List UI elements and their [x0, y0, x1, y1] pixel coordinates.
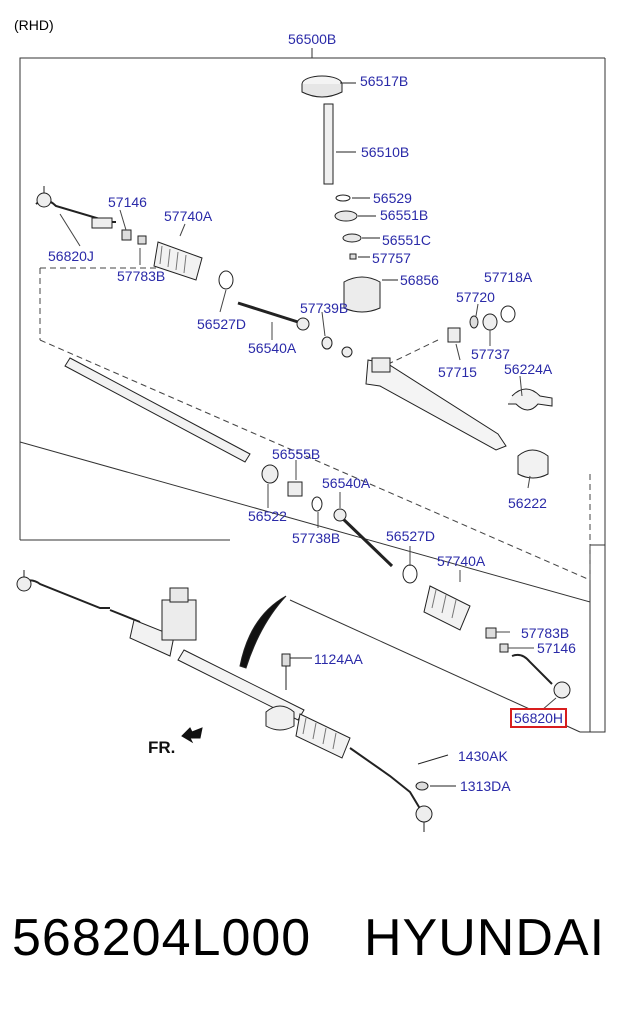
rack-bar	[64, 357, 251, 463]
pinion-parts	[301, 75, 398, 313]
assembly-callout[interactable]: 56500B	[288, 31, 337, 47]
callout-56222[interactable]: 56222	[508, 495, 547, 511]
callout-56551C[interactable]: 56551C	[382, 232, 432, 248]
front-label: FR.	[148, 738, 176, 757]
callout-57718A[interactable]: 57718A	[484, 269, 533, 285]
callout-56555B[interactable]: 56555B	[272, 446, 321, 462]
callout-1430AK[interactable]: 1430AK	[458, 748, 508, 764]
part-number: 568204L000	[12, 909, 312, 967]
callout-57783B-top[interactable]: 57783B	[117, 268, 166, 284]
callout-56527D-top[interactable]: 56527D	[197, 316, 247, 332]
callout-56527D-mid[interactable]: 56527D	[386, 528, 436, 544]
callout-57715[interactable]: 57715	[438, 364, 477, 380]
callout-56529[interactable]: 56529	[373, 190, 412, 206]
callout-57740A-top[interactable]: 57740A	[164, 208, 213, 224]
upper-left-parts	[35, 186, 353, 358]
callout-56517B[interactable]: 56517B	[360, 73, 409, 89]
callout-57720[interactable]: 57720	[456, 289, 495, 305]
callout-56551B[interactable]: 56551B	[380, 207, 429, 223]
assembly-frame	[19, 48, 606, 733]
callout-57739B[interactable]: 57739B	[300, 300, 349, 316]
front-direction-arrow	[181, 727, 203, 744]
callout-56224A[interactable]: 56224A	[504, 361, 553, 377]
callout-57738B[interactable]: 57738B	[292, 530, 341, 546]
steering-gear-diagram	[16, 48, 606, 832]
callout-57146-low[interactable]: 57146	[537, 640, 576, 656]
callout-56510B[interactable]: 56510B	[361, 144, 410, 160]
variant-label: (RHD)	[14, 17, 54, 33]
callout-57757[interactable]: 57757	[372, 250, 411, 266]
callout-1124AA[interactable]: 1124AA	[314, 651, 363, 667]
callout-1313DA[interactable]: 1313DA	[460, 778, 511, 794]
callout-56540A-mid[interactable]: 56540A	[322, 475, 371, 491]
gear-housing-exploded	[365, 305, 553, 479]
callout-56856[interactable]: 56856	[400, 272, 439, 288]
callout-56540A-top[interactable]: 56540A	[248, 340, 297, 356]
callout-57740A-low[interactable]: 57740A	[437, 553, 486, 569]
callout-57146-top[interactable]: 57146	[108, 194, 147, 210]
middle-parts	[261, 464, 571, 699]
brand-name: HYUNDAI	[364, 909, 606, 967]
lower-hardware	[290, 657, 456, 791]
callout-56820H-highlighted[interactable]: 56820H	[510, 708, 568, 728]
callout-56820J[interactable]: 56820J	[48, 248, 94, 264]
callout-57737[interactable]: 57737	[471, 346, 510, 362]
assembled-gear	[16, 570, 433, 832]
callout-57783B-low[interactable]: 57783B	[521, 625, 570, 641]
callout-56522[interactable]: 56522	[248, 508, 287, 524]
